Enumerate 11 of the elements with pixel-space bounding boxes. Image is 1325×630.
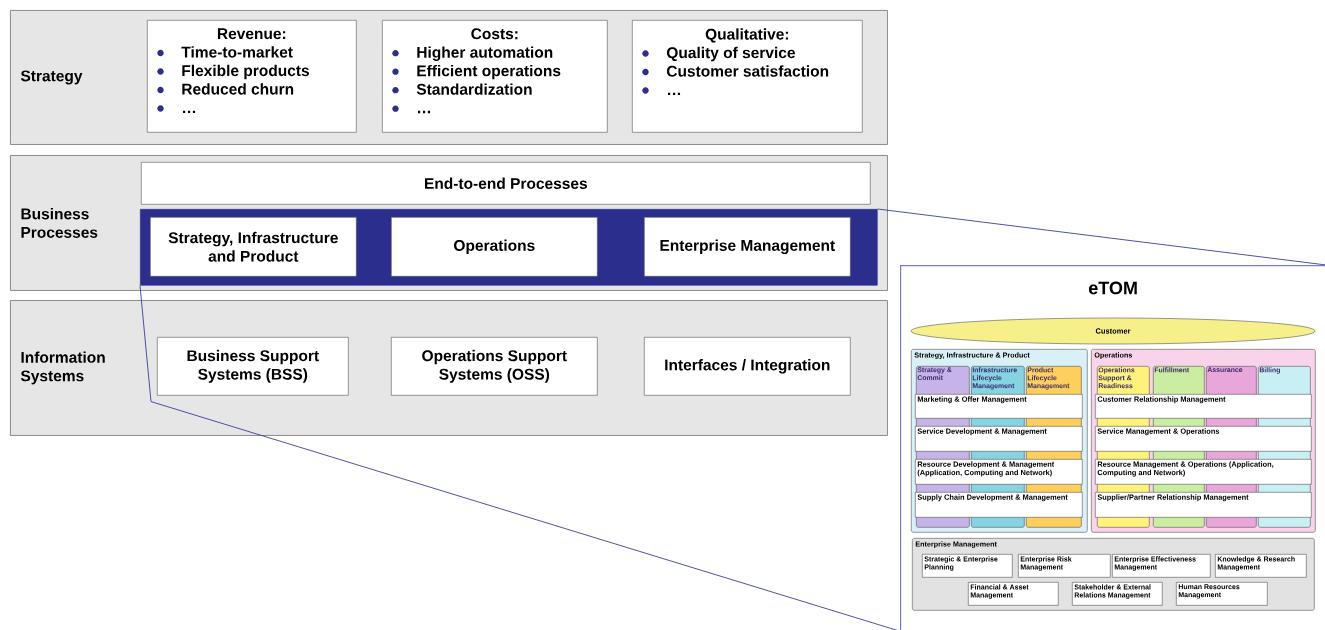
process-box: Operations Support Systems (OSS): [391, 337, 598, 396]
process-box: End-to-end Processes: [141, 162, 871, 205]
goal-box: Costs: Higher automation Efficient operations Standardization …: [382, 20, 608, 133]
process-box: Enterprise Management: [644, 217, 851, 277]
process-box: Business Support Systems (BSS): [157, 337, 349, 396]
process-box: Interfaces / Integration: [644, 337, 851, 396]
process-box: Operations: [391, 217, 598, 277]
goal-box: Qualitative: Quality of service Customer satisfaction …: [632, 20, 863, 133]
process-box: Strategy, Infrastructure and Product: [150, 217, 357, 277]
goal-box: Revenue: Time-to-market Flexible products Reduced churn …: [147, 20, 357, 133]
zoom-line: [877, 208, 1325, 266]
